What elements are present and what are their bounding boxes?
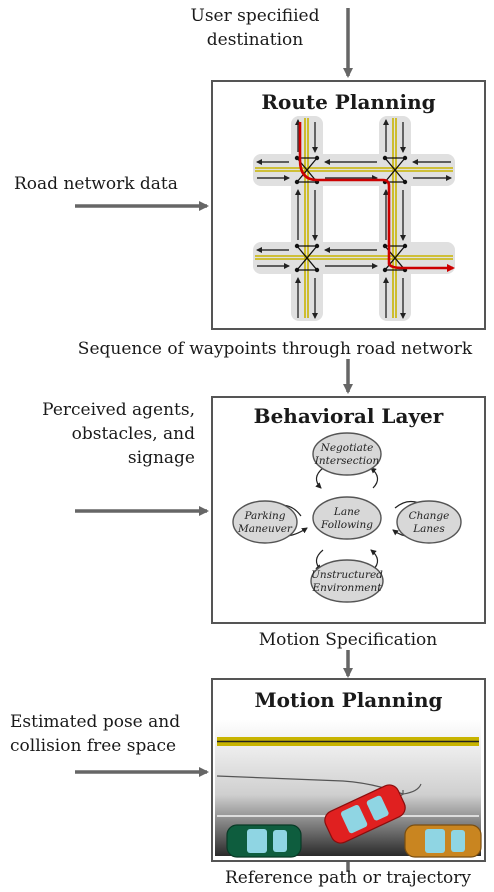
state-change-line-1: Change (409, 510, 450, 522)
waypoints-label: Sequence of waypoints through road netwo… (77, 339, 473, 359)
road-surfaces (253, 116, 455, 321)
lane-arrows (256, 119, 452, 319)
perceived-line-1: Perceived agents, (42, 400, 195, 420)
route-path (298, 122, 455, 272)
destination-label: User specifiied destination (185, 4, 325, 52)
state-unstructured-line-1: Unstructured (311, 569, 383, 581)
state-nodes (232, 432, 462, 603)
motion-spec-label: Motion Specification (258, 630, 438, 650)
behavioral-layer-title: Behavioral Layer (253, 404, 444, 428)
road-network-label: Road network data (14, 174, 178, 194)
reference-label: Reference path or trajectory (224, 868, 472, 888)
route-planning-title: Route Planning (261, 90, 436, 114)
car-red (324, 784, 406, 844)
car-orange (404, 824, 482, 858)
road-grid-illustration (253, 116, 455, 321)
destination-line-2: destination (206, 30, 304, 50)
perceived-line-2: obstacles, and (71, 424, 195, 444)
state-lane-line-2: Following (320, 519, 373, 531)
perceived-line-3: signage (127, 448, 195, 468)
car-green (226, 824, 302, 858)
perceived-label: Perceived agents, obstacles, and signage (0, 398, 195, 470)
state-negotiate-line-2: Intersection (314, 455, 380, 467)
state-parking-line-2: Maneuver (237, 523, 293, 535)
behavioral-layer-box: Behavioral Layer Negotiate Intersection … (211, 396, 486, 624)
state-negotiate-line-1: Negotiate (320, 442, 374, 454)
pose-line-1: Estimated pose and (10, 712, 181, 732)
destination-line-1: User specifiied (190, 6, 320, 26)
motion-planning-box: Motion Planning (211, 678, 486, 862)
state-parking-line-1: Parking (243, 510, 285, 522)
flow-arrows (75, 8, 353, 872)
intersections (296, 157, 406, 271)
state-unstructured-line-2: Environment (312, 582, 383, 594)
motion-planning-title: Motion Planning (254, 688, 443, 712)
pose-label: Estimated pose and collision free space (10, 710, 180, 758)
route-planning-box: Route Planning (211, 80, 486, 330)
center-lines (255, 118, 453, 318)
state-lane-line-1: Lane (333, 506, 360, 518)
behavior-state-machine: Negotiate Intersection Lane Following Pa… (232, 432, 462, 603)
pose-line-2: collision free space (10, 736, 177, 756)
planned-path-tip (402, 783, 422, 795)
motion-scene (215, 720, 482, 858)
state-change-line-2: Lanes (412, 523, 445, 535)
